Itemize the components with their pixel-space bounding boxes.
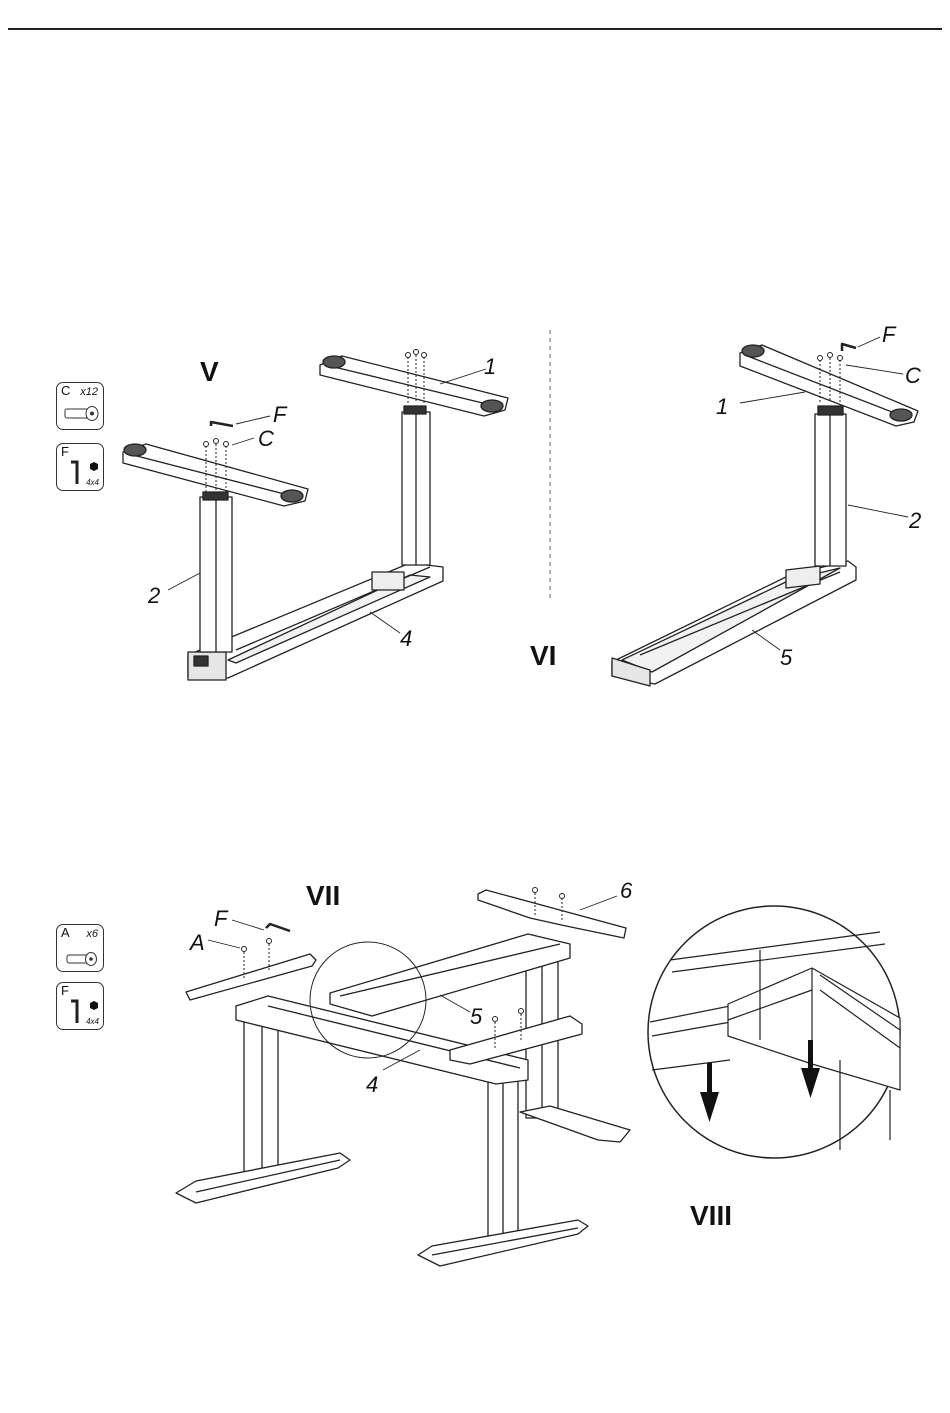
step-vii-illustration bbox=[176, 888, 630, 1267]
callout-v-f: F bbox=[273, 402, 288, 427]
callout-vi-c: C bbox=[905, 363, 921, 388]
step-viii-detail bbox=[648, 906, 900, 1158]
callout-v-4: 4 bbox=[400, 626, 412, 651]
callout-vi-f: F bbox=[882, 322, 897, 347]
callout-v-2: 2 bbox=[147, 583, 160, 608]
callout-vi-2: 2 bbox=[908, 508, 921, 533]
callout-v-c: C bbox=[258, 426, 274, 451]
callout-vi-1: 1 bbox=[716, 394, 728, 419]
callout-vii-6: 6 bbox=[620, 878, 633, 903]
callout-vii-f: F bbox=[214, 906, 229, 931]
callout-vii-a: A bbox=[188, 930, 205, 955]
step-vi-illustration bbox=[612, 337, 918, 686]
callout-vii-4: 4 bbox=[366, 1072, 378, 1097]
callout-v-1: 1 bbox=[484, 354, 496, 379]
step-v-illustration bbox=[123, 350, 508, 681]
callout-vii-5: 5 bbox=[470, 1004, 483, 1029]
callout-vi-5: 5 bbox=[780, 645, 793, 670]
